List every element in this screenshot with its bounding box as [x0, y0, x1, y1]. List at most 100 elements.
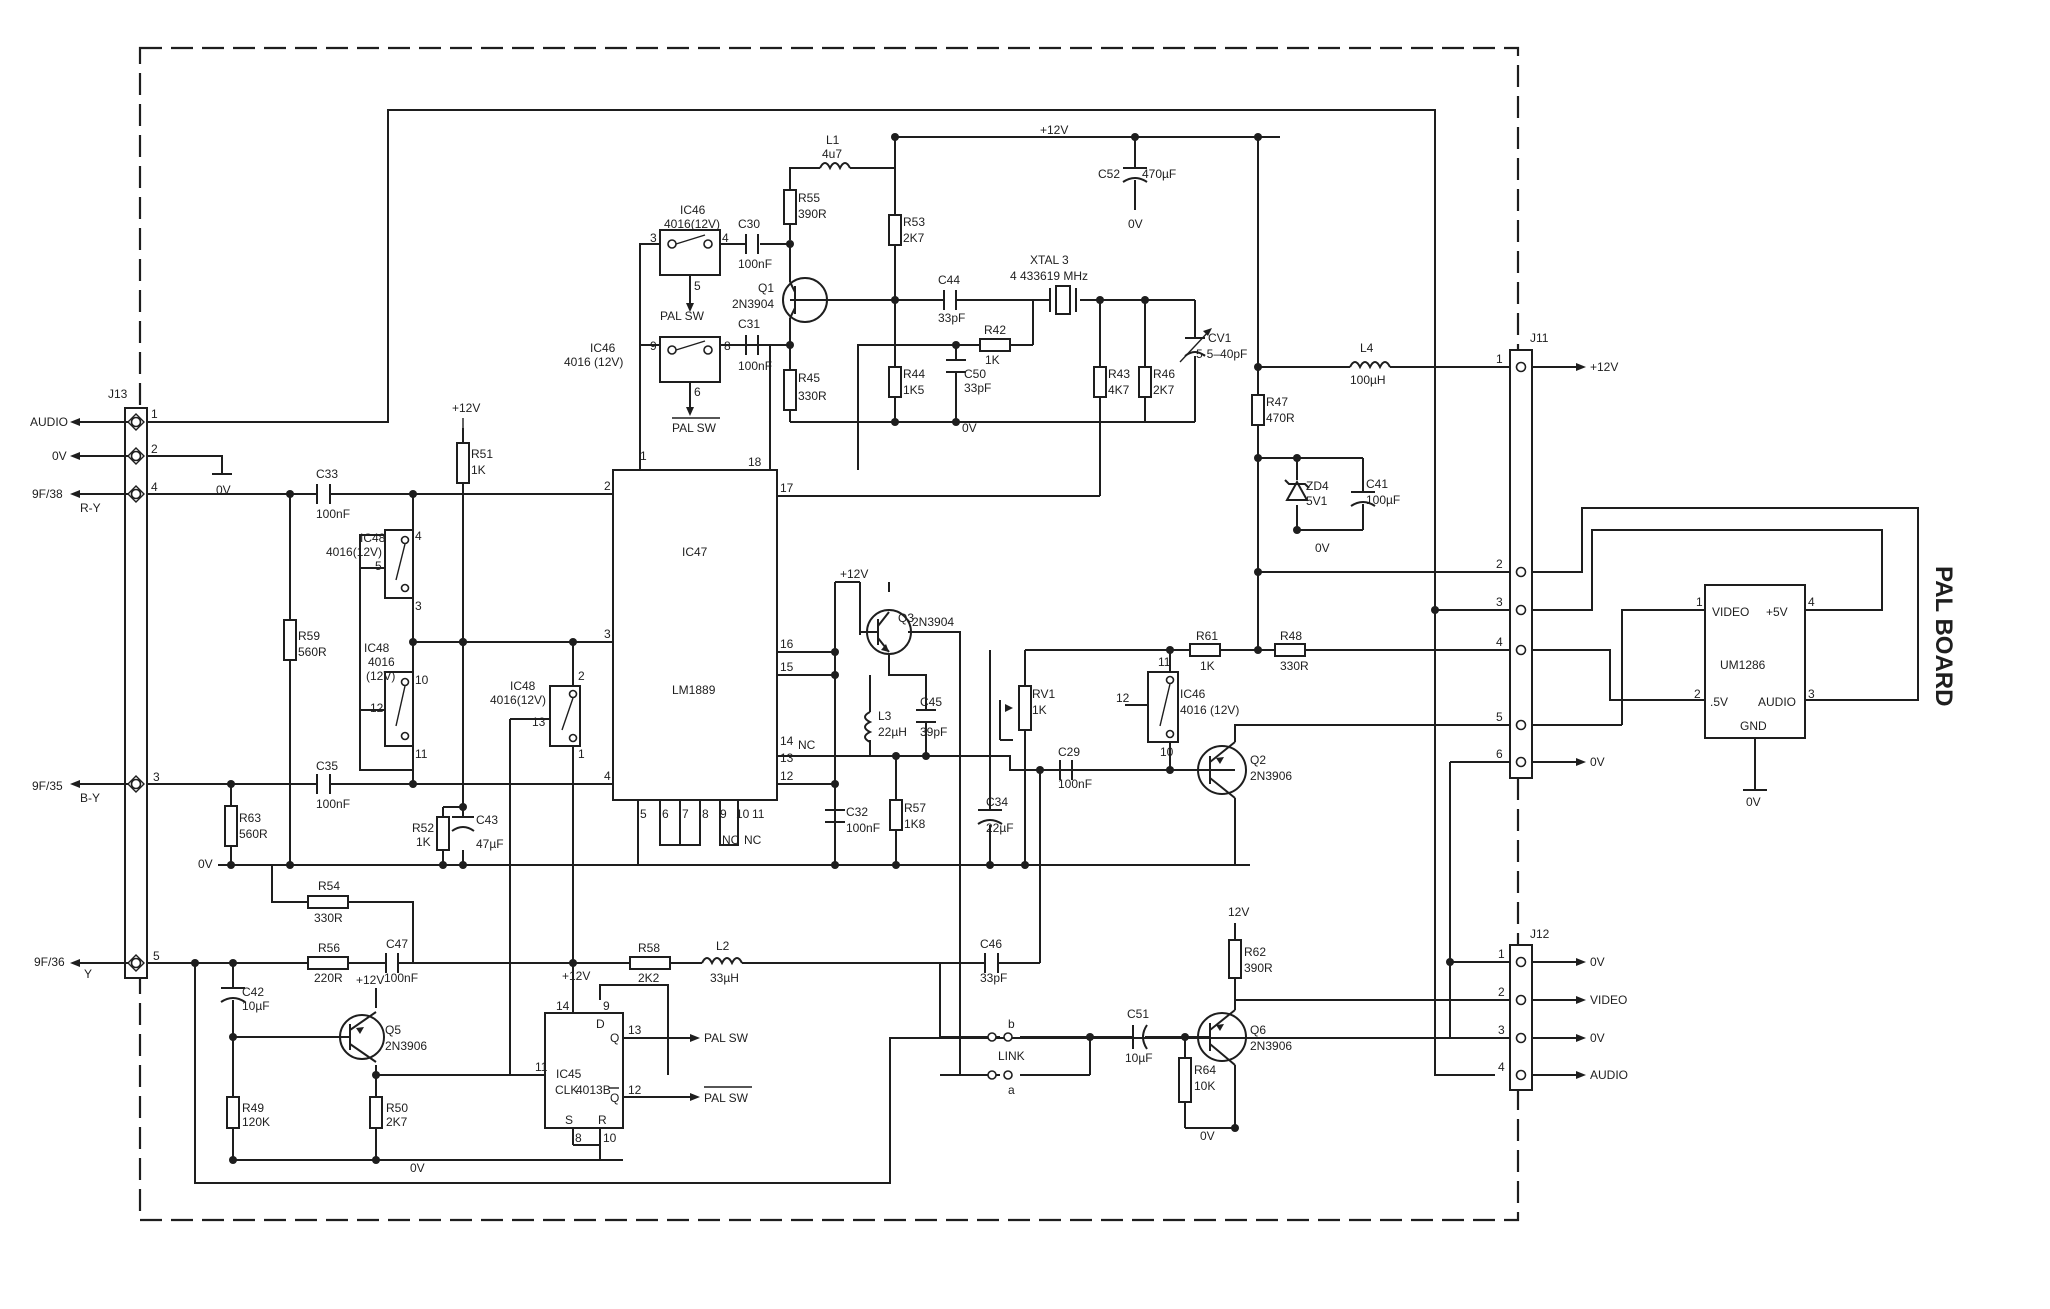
- gnd-j13-label: 0V: [216, 483, 231, 497]
- ic46-a-pin5: 5: [694, 279, 701, 293]
- r44-value: 1K5: [903, 383, 925, 397]
- r51-resistor: [456, 442, 470, 484]
- c47-capacitor: [385, 953, 399, 973]
- r64-resistor: [1178, 1057, 1192, 1103]
- r55-ref: R55: [798, 191, 820, 205]
- j11-pin-3: 3: [1496, 595, 1503, 609]
- gnd-left-label: 0V: [198, 857, 213, 871]
- audio-input-label: AUDIO: [30, 415, 68, 429]
- l1-value: 4u7: [822, 147, 842, 161]
- ic45-ref: IC45: [556, 1067, 582, 1081]
- r45-value: 330R: [798, 389, 827, 403]
- c45-value: 39pF: [920, 725, 947, 739]
- ic48-a-pin5: 5: [375, 559, 382, 573]
- c47-ref: C47: [386, 937, 408, 951]
- r63-ref: R63: [239, 811, 261, 825]
- q1-part: 2N3904: [732, 297, 774, 311]
- c31-ref: C31: [738, 317, 760, 331]
- gnd-c52-label: 0V: [1128, 217, 1143, 231]
- ic47-pin9: 9: [720, 807, 727, 821]
- pal-sw-bar-out-arrow: [690, 1093, 700, 1101]
- v12-q6-label: 12V: [1228, 905, 1249, 919]
- l2-value: 33µH: [710, 971, 739, 985]
- ic46-c-pin10: 10: [1160, 745, 1174, 759]
- gnd-q6-label: 0V: [1200, 1129, 1215, 1143]
- r49-ref: R49: [242, 1101, 264, 1115]
- c32-capacitor: [825, 809, 845, 823]
- c46-value: 33pF: [980, 971, 1007, 985]
- v12-q5-label: +12V: [356, 973, 384, 987]
- c42-ref: C42: [242, 985, 264, 999]
- wiring: [147, 109, 1919, 1184]
- r64-value: 10K: [1194, 1079, 1215, 1093]
- q6-ref: Q6: [1250, 1023, 1266, 1037]
- ic47-pin1: 1: [640, 449, 647, 463]
- r46-value: 2K7: [1153, 383, 1175, 397]
- j11-pin-2: 2: [1496, 557, 1503, 571]
- j13-ref: J13: [108, 387, 128, 401]
- ic48-c-pin13: 13: [532, 715, 546, 729]
- j13-pin-5: 5: [153, 949, 160, 963]
- ic46-c-switch: [1147, 671, 1179, 743]
- um1286-gnd: GND: [1740, 719, 1767, 733]
- r62-resistor: [1228, 939, 1242, 979]
- c44-value: 33pF: [938, 311, 965, 325]
- connector-j12: [1509, 944, 1533, 1091]
- c35-ref: C35: [316, 759, 338, 773]
- c47-value: 100nF: [384, 971, 418, 985]
- ic46-b-switch: [659, 336, 721, 416]
- ic45-pin11: 11: [535, 1060, 548, 1074]
- link-b-label: b: [1008, 1017, 1015, 1031]
- ic48-a-pin4: 4: [415, 529, 422, 543]
- v12-r51-label: +12V: [452, 401, 480, 415]
- j11-pin-4: 4: [1496, 635, 1503, 649]
- q1-transistor: [782, 244, 828, 345]
- l2-ref: L2: [716, 939, 730, 953]
- um1286-ref: UM1286: [1720, 658, 1766, 672]
- r55-value: 390R: [798, 207, 827, 221]
- r63-resistor: [224, 805, 238, 847]
- j13-pin-3: 3: [153, 770, 160, 784]
- r50-value: 2K7: [386, 1115, 408, 1129]
- c51-capacitor: [1132, 1024, 1148, 1050]
- r42-resistor: [979, 338, 1011, 352]
- r61-value: 1K: [1200, 659, 1215, 673]
- ic48-a-switch: [384, 529, 414, 599]
- r61-ref: R61: [1196, 629, 1218, 643]
- j12-pins: [1515, 956, 1527, 1081]
- r59-resistor: [283, 619, 297, 661]
- q2-transistor: [1197, 741, 1247, 799]
- um1286-pin3: 3: [1808, 687, 1815, 701]
- c41-capacitor: [1350, 491, 1376, 507]
- c41-value: 100µF: [1366, 493, 1400, 507]
- q3-transistor: [860, 609, 912, 655]
- ic45-r: R: [598, 1113, 607, 1127]
- ic47-part: LM1889: [672, 683, 716, 697]
- l3-inductor: [864, 711, 873, 743]
- c51-ref: C51: [1127, 1007, 1149, 1021]
- r58-value: 2K2: [638, 971, 660, 985]
- um1286-module: [1704, 584, 1806, 739]
- ic47-bottom-pins: [637, 800, 739, 865]
- c51-value: 10µF: [1125, 1051, 1153, 1065]
- ic48-b-part2: (12V): [366, 669, 395, 683]
- c45-capacitor: [916, 709, 936, 723]
- ic47-pin5: 5: [640, 807, 647, 821]
- c35-capacitor: [316, 774, 331, 794]
- j11-12v-arrow: [1576, 363, 1586, 371]
- rv1-ref: RV1: [1032, 687, 1055, 701]
- r45-ref: R45: [798, 371, 820, 385]
- j12-audio-label: AUDIO: [1590, 1068, 1628, 1082]
- ic47-pin8: 8: [702, 807, 709, 821]
- q6-transistor: [1197, 1009, 1247, 1066]
- r42-value: 1K: [985, 353, 1000, 367]
- q5-ref: Q5: [385, 1023, 401, 1037]
- r43-value: 4K7: [1108, 383, 1130, 397]
- r52-ref: R52: [412, 821, 434, 835]
- ic46-a-pin3: 3: [650, 231, 657, 245]
- ic48-c-pin2: 2: [578, 669, 585, 683]
- r58-resistor: [629, 956, 671, 970]
- l2-inductor: [701, 957, 743, 966]
- r47-ref: R47: [1266, 395, 1288, 409]
- ic45-pin9: 9: [603, 999, 610, 1013]
